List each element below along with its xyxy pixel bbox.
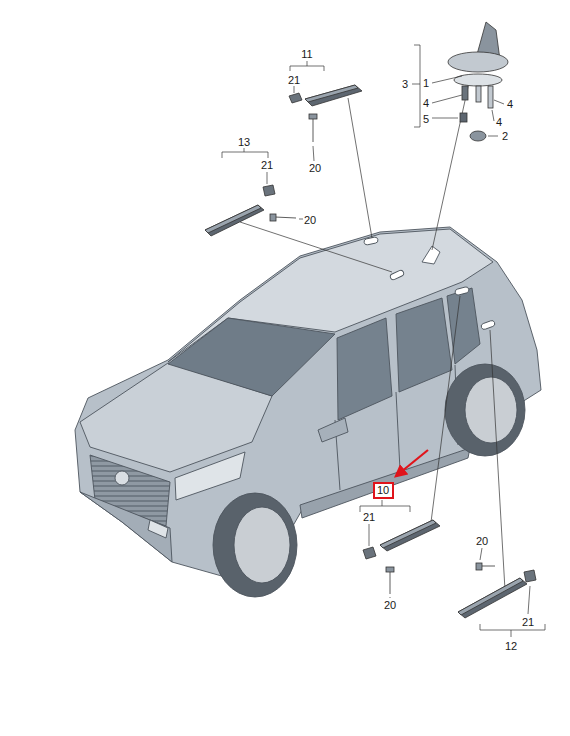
callout-number: 20 — [384, 599, 396, 611]
callout-number: 4 — [496, 116, 502, 128]
highlight-arrow — [396, 450, 428, 476]
callout-number: 21 — [522, 616, 534, 628]
callout-number: 20 — [304, 214, 316, 226]
callout-number: 5 — [423, 113, 429, 125]
callout-number: 21 — [363, 511, 375, 523]
callout-number: 10 — [377, 484, 389, 496]
callout-number: 1 — [423, 77, 429, 89]
callout-number: 20 — [476, 535, 488, 547]
callout-number: 21 — [288, 74, 300, 86]
callout-number: 3 — [402, 78, 408, 90]
callout-number: 2 — [502, 130, 508, 142]
callout-number: 11 — [301, 48, 312, 60]
callout-number: 4 — [423, 97, 429, 109]
callout-number: 12 — [505, 640, 517, 652]
callout-number: 20 — [309, 162, 321, 174]
callout-number: 4 — [507, 98, 513, 110]
callout-number: 13 — [238, 136, 250, 148]
callout-number: 21 — [261, 159, 273, 171]
highlight-box: 10 — [373, 482, 394, 499]
